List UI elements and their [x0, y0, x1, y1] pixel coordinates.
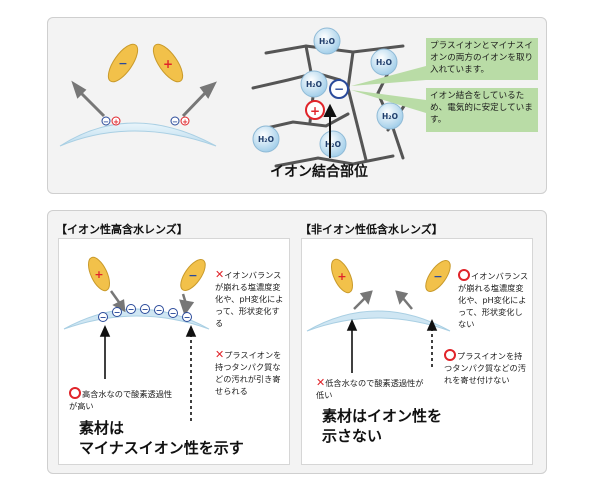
svg-text:−: −: [172, 118, 178, 126]
attract-repel-arrows: [109, 290, 195, 316]
svg-text:+: +: [113, 118, 119, 126]
ion-capsule-minus: −: [180, 259, 206, 291]
svg-text:H₂O: H₂O: [325, 140, 341, 149]
lens-comparison-panel: 【イオン性高含水レンズ】 + − − − − − − −: [47, 210, 547, 474]
ion-bond-panel: − + − + − + H₂O H₂O: [47, 17, 547, 194]
svg-text:−: −: [118, 57, 127, 70]
pointer-arrows: [346, 319, 438, 373]
svg-text:+: +: [94, 268, 103, 281]
repel-arrows: [353, 290, 413, 310]
bond-site-arrow: [323, 103, 337, 158]
ion-capsule-minus: −: [425, 260, 451, 292]
svg-text:−: −: [128, 305, 135, 314]
svg-text:−: −: [114, 308, 121, 317]
svg-text:−: −: [103, 118, 109, 126]
svg-text:+: +: [163, 57, 173, 71]
cross-mark-icon: ✕: [316, 376, 326, 389]
svg-text:−: −: [433, 270, 442, 283]
svg-text:−: −: [156, 306, 163, 315]
svg-text:H₂O: H₂O: [376, 58, 392, 67]
svg-text:H₂O: H₂O: [258, 135, 274, 144]
circle-mark-icon: [458, 269, 470, 281]
ion-capsule-plus: +: [87, 256, 111, 292]
ionic-lens-box: + − − − − − − − −: [58, 238, 290, 465]
svg-text:−: −: [100, 313, 107, 322]
nonionic-lens-box: + − イオンバランスが崩れる塩濃度変化や、pH変化によって、形状変化しない プ…: [301, 238, 533, 465]
ionic-note-protein-deposit: ✕プラスイオンを持つタンパク質などの汚れが引き寄せられる: [215, 348, 282, 397]
svg-text:H₂O: H₂O: [306, 80, 322, 89]
callout-both-ions: プラスイオンとマイナスイオンの両方のイオンを取り入れています。: [426, 38, 538, 80]
ionic-lens-diagram: + − − − − − − − −: [63, 256, 210, 421]
water-molecules: H₂O H₂O H₂O H₂O H₂O H₂O: [252, 27, 404, 158]
svg-text:−: −: [334, 82, 344, 96]
ionic-note-shape-change: ✕イオンバランスが崩れる塩濃度変化や、pH変化によって、形状変化する: [215, 268, 284, 329]
lens-surface: [59, 122, 217, 147]
nonionic-note-shape-stable: イオンバランスが崩れる塩濃度変化や、pH変化によって、形状変化しない: [458, 269, 529, 329]
ionic-summary-line2: マイナスイオン性を示す: [79, 439, 244, 457]
pointer-arrows: [99, 325, 197, 421]
ionic-note-oxygen: 高含水なので酸素透過性が高い: [69, 387, 173, 411]
lens-surface: [306, 310, 451, 332]
svg-text:−: −: [188, 269, 197, 282]
surface-ion-pairs: − + − +: [101, 116, 190, 126]
circle-mark-icon: [69, 387, 81, 399]
svg-text:+: +: [310, 104, 320, 118]
cross-mark-icon: ✕: [215, 268, 225, 281]
ion-capsule-plus: +: [330, 258, 354, 294]
ion-capsule-plus: +: [152, 43, 184, 83]
ionic-lens-header: 【イオン性高含水レンズ】: [56, 223, 188, 236]
nonionic-summary-line2: 示さない: [322, 427, 383, 445]
svg-text:+: +: [182, 118, 188, 126]
circle-mark-icon: [444, 349, 456, 361]
ionic-summary-line1: 素材は: [79, 419, 125, 437]
bound-ion-pair: − +: [305, 79, 349, 120]
svg-text:−: −: [142, 305, 149, 314]
svg-text:H₂O: H₂O: [382, 112, 398, 121]
svg-text:−: −: [184, 313, 191, 322]
nonionic-lens-header: 【非イオン性低含水レンズ】: [300, 223, 443, 236]
svg-text:H₂O: H₂O: [319, 37, 335, 46]
svg-text:−: −: [170, 309, 177, 318]
callout-pointers: [351, 66, 426, 113]
bond-site-label: イオン結合部位: [270, 164, 368, 180]
ion-bond-diagram: − + − + − + H₂O H₂O: [59, 27, 426, 168]
nonionic-summary-line1: 素材はイオン性を: [322, 407, 443, 425]
ion-capsule-minus: −: [107, 43, 139, 83]
nonionic-note-oxygen: ✕低含水なので酸素透過性が低い: [316, 376, 424, 401]
cross-mark-icon: ✕: [215, 348, 225, 361]
callout-stable: イオン結合をしているため、電気的に安定しています。: [426, 88, 538, 132]
svg-text:+: +: [337, 270, 346, 283]
nonionic-lens-diagram: + −: [306, 258, 451, 373]
surface-minus-ions: − − − − − − −: [98, 304, 192, 322]
nonionic-note-deposit-resistant: プラスイオンを持つタンパク質などの汚れを寄せ付けない: [444, 349, 526, 385]
repel-arrows: [71, 80, 217, 118]
